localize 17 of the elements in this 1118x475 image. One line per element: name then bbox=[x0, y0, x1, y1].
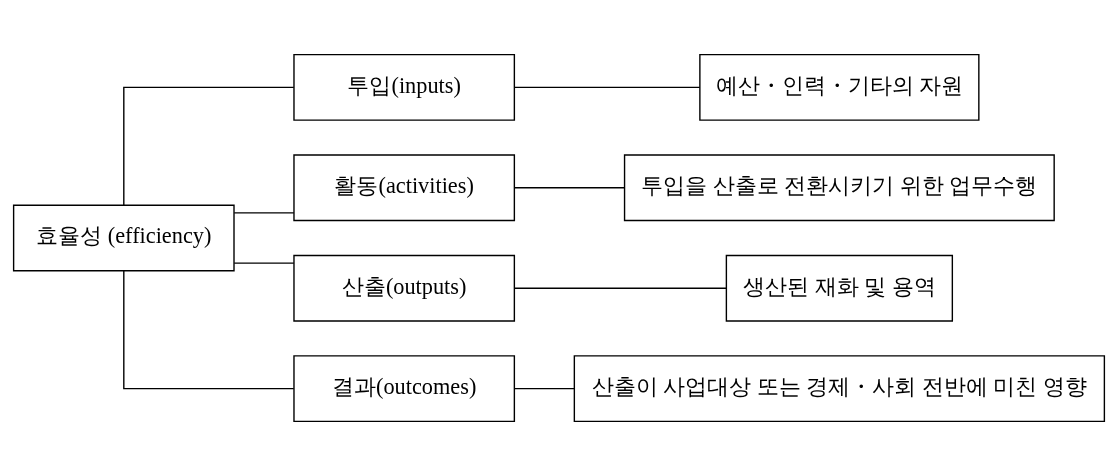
node-box: 투입(inputs) bbox=[293, 53, 516, 121]
node-box: 효율성 (efficiency) bbox=[12, 204, 235, 271]
connector bbox=[123, 269, 295, 389]
node-box: 생산된 재화 및 용역 bbox=[725, 254, 954, 322]
connector bbox=[513, 387, 575, 389]
node-box: 활동(activities) bbox=[293, 153, 516, 221]
node-box: 예산・인력・기타의 자원 bbox=[699, 53, 980, 121]
node-box: 산출이 사업대상 또는 경제・사회 전반에 미친 영향 bbox=[573, 354, 1106, 422]
connector bbox=[513, 287, 727, 289]
node-box: 결과(outcomes) bbox=[293, 354, 516, 422]
connector bbox=[233, 261, 295, 264]
connector bbox=[513, 86, 701, 88]
node-box: 산출(outputs) bbox=[293, 254, 516, 322]
node-box: 투입을 산출로 전환시키기 위한 업무수행 bbox=[623, 153, 1055, 221]
connector bbox=[233, 211, 295, 214]
connector bbox=[123, 86, 295, 206]
connector bbox=[513, 186, 626, 188]
